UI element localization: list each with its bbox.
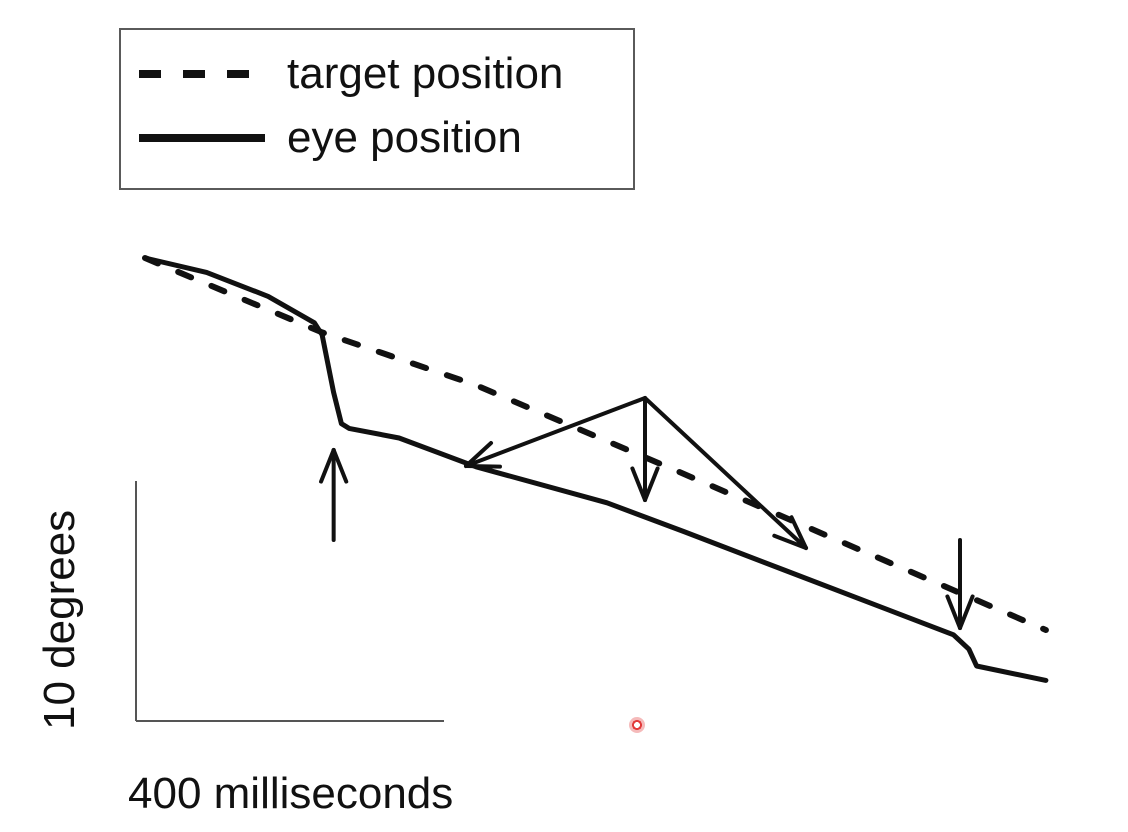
vertical-scale-bar-label: 10 degrees — [35, 509, 84, 730]
saccade-arrow-up — [319, 448, 349, 542]
dashed-line-swatch — [139, 70, 265, 78]
pursuit-arrow-down — [630, 396, 660, 502]
cursor-indicator — [629, 717, 645, 733]
legend-label-eye: eye position — [287, 113, 522, 162]
saccade-arrow-down — [945, 538, 975, 630]
target-position-line — [142, 255, 1049, 633]
legend-entry-eye: eye position — [139, 116, 522, 160]
eye-position-line — [142, 255, 1049, 683]
horizontal-scale-bar-label: 400 milliseconds — [128, 769, 454, 818]
solid-line-swatch — [139, 134, 265, 142]
pursuit-arrow-left — [464, 396, 647, 469]
pursuit-arrow-right — [643, 396, 808, 550]
legend-label-target: target position — [287, 49, 564, 98]
legend-entry-target: target position — [139, 52, 563, 96]
legend: target position eye position — [119, 28, 635, 190]
